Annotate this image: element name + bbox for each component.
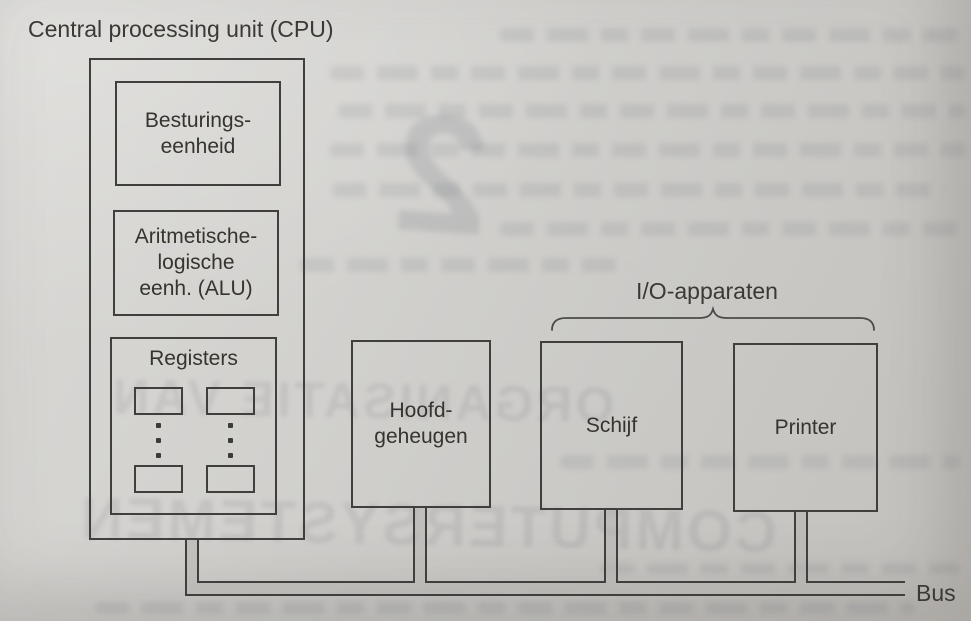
ghost-paragraph-smudge: [330, 66, 965, 80]
ghost-paragraph-smudge: [300, 258, 630, 272]
ellipsis-dot: [156, 438, 161, 443]
bus-inner-line-and-connectors: [197, 508, 905, 583]
main-memory-label-line: geheugen: [374, 425, 468, 448]
ellipsis-dot: [228, 453, 233, 458]
disk-box: Schijf: [540, 341, 683, 510]
ghost-paragraph-smudge: [500, 28, 965, 42]
main-memory-label-line: Hoofd-: [389, 399, 453, 422]
cpu-box: [89, 58, 305, 540]
bus-outer-line: [185, 540, 905, 596]
ellipsis-dot: [228, 438, 233, 443]
alu-label-line: Aritmetische-: [134, 225, 258, 248]
control-unit-label-line: eenheid: [160, 134, 236, 158]
printer-box: Printer: [733, 343, 878, 512]
main-memory-box: Hoofd- geheugen: [351, 340, 491, 508]
io-group-label: I/O-apparaten: [636, 278, 778, 304]
alu-label-line: logische: [157, 251, 235, 274]
ghost-paragraph-smudge: [338, 104, 966, 118]
alu-box: Aritmetische- logische eenh. (ALU): [113, 210, 279, 316]
bus-channel-fill: [186, 508, 905, 595]
disk-label: Schijf: [585, 413, 638, 437]
bus-label: Bus: [916, 580, 956, 606]
ghost-paragraph-smudge: [560, 455, 960, 469]
ghost-paragraph-smudge: [330, 143, 966, 157]
control-unit-box: Besturings- eenheid: [115, 81, 281, 186]
ghost-paragraph-smudge: [500, 222, 960, 236]
ellipsis-dot: [156, 453, 161, 458]
control-unit-label-line: Besturings-: [144, 108, 252, 132]
ghost-paragraph-smudge: [95, 602, 915, 614]
ghost-paragraph-smudge: [600, 563, 960, 574]
ellipsis-dot: [228, 423, 233, 428]
ghost-paragraph-smudge: [332, 183, 944, 197]
io-group-brace: [551, 305, 875, 331]
register-slot: [206, 465, 255, 493]
ellipsis-dot: [156, 423, 161, 428]
printer-label: Printer: [774, 415, 837, 439]
registers-label: Registers: [149, 347, 238, 370]
register-slot: [134, 387, 183, 415]
registers-box: Registers: [110, 337, 277, 515]
register-slot: [206, 387, 255, 415]
alu-label-line: eenh. (ALU): [139, 277, 253, 300]
register-slot: [134, 465, 183, 493]
cpu-title-label: Central processing unit (CPU): [28, 16, 334, 42]
